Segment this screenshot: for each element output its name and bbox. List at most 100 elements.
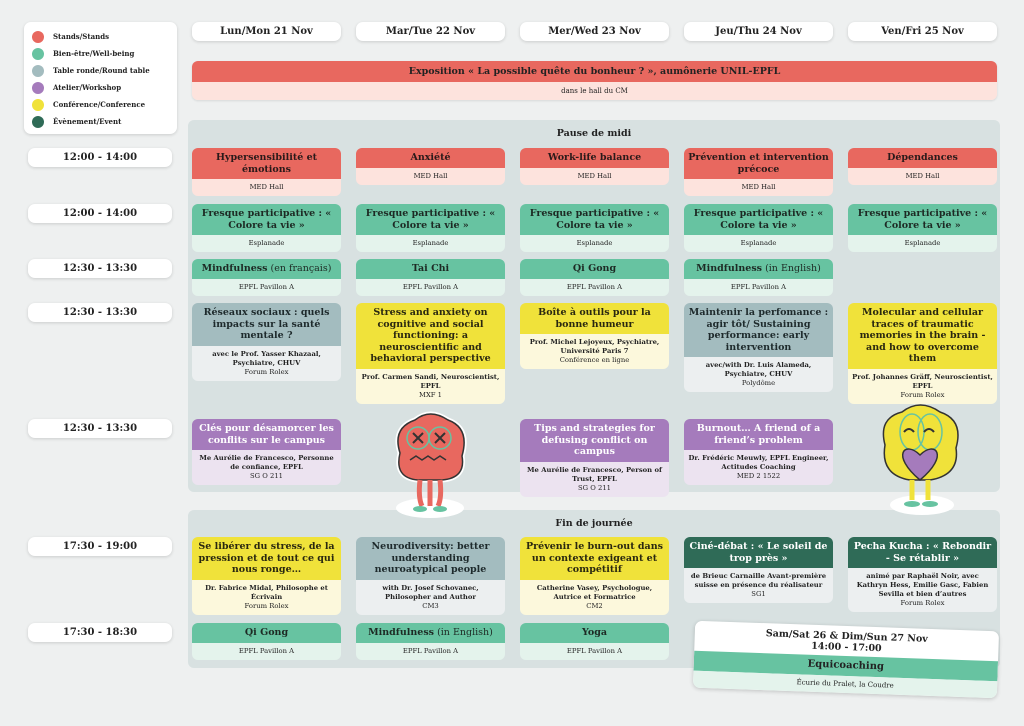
event-card-wellbeing[interactable]: Fresque participative : « Colore ta vie … <box>848 204 997 252</box>
event-info: Prof. Michel Lejoyeux, Psychiatre, Unive… <box>520 334 669 369</box>
legend-label: Conférence/Conference <box>53 100 146 109</box>
event-info: with Dr. Josef Schovanec, Philosopher an… <box>356 579 505 615</box>
event-location: Conférence en ligne <box>559 356 630 364</box>
day-header: Jeu/Thu 24 Nov <box>684 22 833 41</box>
event-card-wellbeing[interactable]: Mindfulness (en français) EPFL Pavillon A <box>192 259 341 296</box>
event-title-note: (en français) <box>267 263 332 274</box>
event-title-text: Ciné-débat : « Le soleil de trop près » <box>689 541 828 564</box>
event-title-text: Boîte à outils pour la bonne humeur <box>538 307 651 330</box>
event-title: Hypersensibilité et émotions <box>192 148 341 179</box>
event-title: Anxiété <box>356 148 505 168</box>
event-title: Tips and strategies for defusing conflic… <box>520 419 669 462</box>
event-card-event[interactable]: Ciné-débat : « Le soleil de trop près »d… <box>684 537 833 603</box>
event-speaker: Prof. Michel Lejoyeux, Psychiatre, Unive… <box>529 338 660 355</box>
event-title: Maintenir la perfomance : agir tôt/ Sust… <box>684 303 833 357</box>
event-card-wellbeing[interactable]: Fresque participative : « Colore ta vie … <box>356 204 505 252</box>
event-card-wellbeing[interactable]: Mindfulness (in English)EPFL Pavillon A <box>356 623 505 660</box>
time-slot: 12:00 - 14:00 <box>28 204 172 223</box>
event-card-conference[interactable]: Prévenir le burn-out dans un contexte ex… <box>520 537 669 615</box>
event-title-text: Réseaux sociaux : quels impacts sur la s… <box>203 307 330 341</box>
event-card-conference[interactable]: Stress and anxiety on cognitive and soci… <box>356 303 505 404</box>
event-location: SG O 211 <box>250 472 283 480</box>
event-card-wellbeing[interactable]: Fresque participative : « Colore ta vie … <box>192 204 341 252</box>
event-card-wellbeing[interactable]: Mindfulness (in English)EPFL Pavillon A <box>684 259 833 296</box>
event-card-roundtable[interactable]: Maintenir la perfomance : agir tôt/ Sust… <box>684 303 833 392</box>
event-info: Esplanade <box>848 235 997 252</box>
event-speaker: avec le Prof. Yasser Khazaal, Psychiatre… <box>212 349 321 367</box>
event-card-event[interactable]: Pecha Kucha : « Rebondir - Se rétablir »… <box>848 537 997 612</box>
event-location: EPFL Pavillon A <box>402 282 459 291</box>
event-title: Qi Gong <box>520 259 669 279</box>
event-card-roundtable[interactable]: Réseaux sociaux : quels impacts sur la s… <box>192 303 341 381</box>
event-card-wellbeing[interactable]: Fresque participative : « Colore ta vie … <box>684 204 833 252</box>
event-info: MED Hall <box>520 167 669 185</box>
event-title-text: Tips and strategies for defusing conflic… <box>534 423 655 457</box>
event-title: Fresque participative : « Colore ta vie … <box>192 204 341 235</box>
event-title: Dépendances <box>848 148 997 168</box>
event-speaker: Dr. Frédéric Meuwly, EPFL Engineer, Acti… <box>688 454 829 471</box>
event-title: Mindfulness (in English) <box>684 259 833 279</box>
time-slot: 12:00 - 14:00 <box>28 148 172 167</box>
event-title-note: (in English) <box>762 263 821 274</box>
event-title-text: Fresque participative : « Colore ta vie … <box>693 208 824 231</box>
event-title-text: Clés pour désamorcer les conflits sur le… <box>199 423 334 446</box>
day-header: Mer/Wed 23 Nov <box>520 22 669 41</box>
weekend-card[interactable]: Sam/Sat 26 & Dim/Sun 27 Nov 14:00 - 17:0… <box>692 620 1000 699</box>
event-title: Qi Gong <box>192 623 341 643</box>
event-location: Esplanade <box>248 239 285 247</box>
exposition-banner[interactable]: Exposition « La possible quête du bonheu… <box>192 61 997 100</box>
legend-label: Atelier/Workshop <box>53 83 122 92</box>
legend-swatch <box>32 64 44 77</box>
time-slot: 12:30 - 13:30 <box>28 303 172 322</box>
event-title: Stress and anxiety on cognitive and soci… <box>356 303 505 369</box>
event-speaker: avec/with Dr. Luis Alameda, Psychiatre, … <box>705 361 812 378</box>
event-location: EPFL Pavillon A <box>402 646 459 655</box>
event-title: Prévention et intervention précoce <box>684 148 833 179</box>
event-location: MXF 1 <box>419 390 442 399</box>
legend-item: Atelier/Workshop <box>32 79 169 96</box>
event-info: Dr. Fabrice Midal, Philosophe et Écrivai… <box>192 579 341 615</box>
event-title-text: Stress and anxiety on cognitive and soci… <box>370 307 491 364</box>
event-title-text: Mindfulness <box>696 263 763 274</box>
event-card-workshop[interactable]: Tips and strategies for defusing conflic… <box>520 419 669 497</box>
event-speaker: Dr. Fabrice Midal, Philosophe et Écrivai… <box>205 583 328 601</box>
event-title-text: Fresque participative : « Colore ta vie … <box>857 208 988 231</box>
event-title: Prévenir le burn-out dans un contexte ex… <box>520 537 669 580</box>
event-location: Esplanade <box>740 239 777 247</box>
event-speaker: with Dr. Josef Schovanec, Philosopher an… <box>382 583 479 601</box>
event-title: Ciné-débat : « Le soleil de trop près » <box>684 537 833 568</box>
event-location: EPFL Pavillon A <box>566 646 623 655</box>
legend-swatch <box>32 81 44 94</box>
event-card-wellbeing[interactable]: Fresque participative : « Colore ta vie … <box>520 204 669 252</box>
event-title: Burnout… A friend of a friend’s problem <box>684 419 833 450</box>
event-card-roundtable[interactable]: Neurodiversity: better understanding neu… <box>356 537 505 615</box>
event-info: EPFL Pavillon A <box>356 278 505 296</box>
event-title-text: Se libérer du stress, de la pression et … <box>198 541 335 575</box>
event-info: Me Aurélie de Francesco, Personne de con… <box>192 450 341 485</box>
sad-brain-illustration <box>395 411 467 518</box>
exposition-title: Exposition « La possible quête du bonheu… <box>192 61 997 82</box>
event-speaker: Me Aurélie de Francesco, Personne de con… <box>199 454 334 471</box>
event-title-text: Mindfulness <box>201 263 268 274</box>
event-card-conference[interactable]: Molecular and cellular traces of traumat… <box>848 303 997 404</box>
event-title-text: Qi Gong <box>572 263 617 274</box>
event-title-text: Dépendances <box>887 152 958 163</box>
legend-label: Table ronde/Round table <box>53 66 150 75</box>
event-card-conference[interactable]: Se libérer du stress, de la pression et … <box>192 537 341 615</box>
event-info: EPFL Pavillon A <box>192 278 341 296</box>
legend-swatch <box>32 115 44 128</box>
day-header: Mar/Tue 22 Nov <box>356 22 505 41</box>
event-card-workshop[interactable]: Clés pour désamorcer les conflits sur le… <box>192 419 341 485</box>
event-location: Forum Rolex <box>244 601 289 610</box>
